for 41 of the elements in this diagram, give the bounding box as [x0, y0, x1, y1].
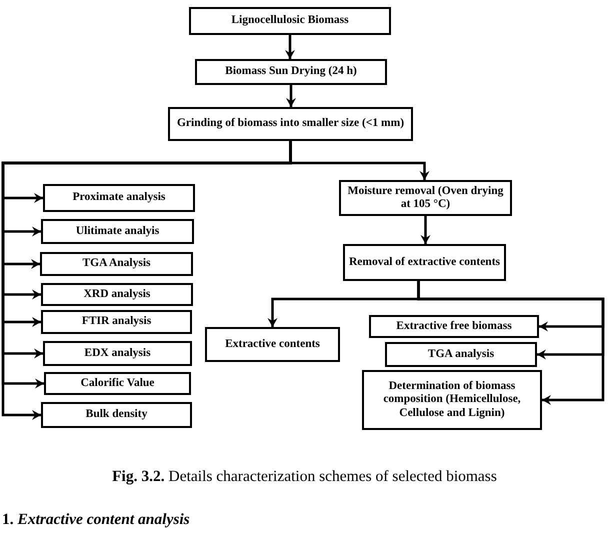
box-text: Bulk density [86, 408, 148, 422]
arrow [286, 85, 296, 107]
process-box [41, 219, 194, 244]
process-box [362, 370, 542, 430]
arrow [417, 281, 604, 405]
box-text: Moisture removal (Oven drying at 105 °C) [346, 184, 504, 212]
process-box [43, 184, 195, 212]
box-text: Extractive free biomass [396, 320, 512, 334]
box-text: Extractive contents [225, 338, 320, 352]
arrow [285, 35, 295, 59]
process-box [343, 244, 506, 281]
process-box [41, 283, 193, 306]
box-text: Ulitimate analyis [76, 224, 160, 238]
box-text: Lignocellulosic Biomass [231, 14, 349, 28]
process-box [40, 252, 193, 276]
box-text: Calorific Value [80, 376, 154, 390]
process-box [41, 402, 192, 428]
process-box [189, 7, 391, 35]
process-box [43, 341, 192, 366]
section-heading: 1. Extractive content analysis [2, 511, 190, 529]
box-text: EDX analysis [84, 346, 151, 360]
process-box [41, 310, 192, 334]
box-text: Biomass Sun Drying (24 h) [225, 65, 357, 79]
process-box [205, 327, 340, 362]
box-text: FTIR analysis [82, 315, 152, 329]
box-text: Proximate analysis [72, 191, 166, 205]
process-box [369, 315, 539, 338]
box-text: Grinding of biomass into smaller size (<1 mm) [176, 117, 404, 131]
figure-caption: Fig. 3.2. Details characterization schemes of selected biomass [111, 468, 498, 486]
process-box [168, 107, 413, 141]
box-text: XRD analysis [84, 288, 150, 302]
process-box [339, 180, 512, 216]
arrow [289, 141, 430, 180]
box-text: Determination of biomass composition (Hemicellulose, Cellulose and Lignin) [382, 380, 522, 420]
box-text: Removal of extractive contents [348, 256, 500, 270]
box-text: TGA Analysis [82, 257, 151, 271]
box-text: TGA analysis [428, 348, 494, 362]
process-box [385, 342, 537, 367]
process-box [195, 59, 387, 85]
arrow [420, 216, 430, 244]
process-box [44, 372, 191, 395]
